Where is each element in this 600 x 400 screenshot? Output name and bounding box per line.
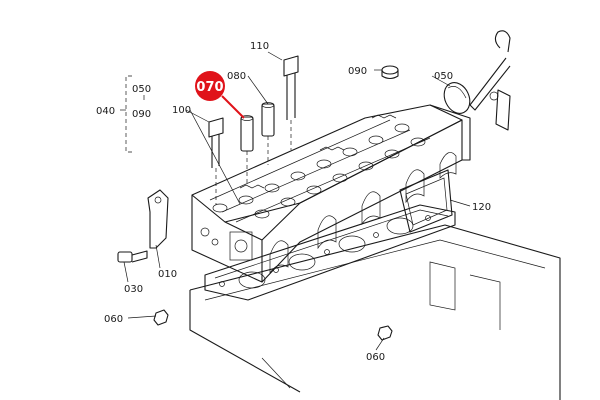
end-plug [443, 82, 471, 114]
callout-080: 080 [227, 71, 246, 82]
callout-050-group: 050 [132, 84, 151, 95]
nut-left [153, 309, 169, 326]
side-gasket [399, 169, 453, 233]
callout-010: 010 [158, 269, 177, 280]
highlight-circle [195, 71, 225, 101]
callout-090-group: 090 [132, 109, 151, 120]
callout-090-top: 090 [348, 66, 367, 77]
callout-060-bottom: 060 [366, 352, 385, 363]
sleeve-part-080 [261, 102, 275, 165]
callout-100: 100 [172, 105, 191, 116]
engine-block [189, 224, 561, 400]
callout-120: 120 [472, 202, 491, 213]
callout-050-right: 050 [434, 71, 453, 82]
leader-lines [123, 51, 471, 351]
sleeve-part [240, 115, 254, 185]
cylinder-head [191, 104, 471, 283]
head-bolt-long [283, 55, 299, 150]
callout-110: 110 [250, 41, 269, 52]
highlight-marker: 070 [195, 71, 225, 101]
lifting-bracket [147, 189, 169, 249]
highlight-label: 070 [196, 80, 223, 95]
group-bracket [120, 75, 145, 153]
nut-bottom [377, 325, 393, 341]
highlight-leader [221, 95, 245, 119]
callout-030: 030 [124, 284, 143, 295]
callout-060-left: 060 [104, 314, 123, 325]
valve-linkage [469, 30, 511, 131]
head-bolt-short [208, 117, 224, 205]
plug-cap [381, 65, 399, 80]
small-bolt [117, 250, 148, 263]
callout-labels: 110 080 090 050 040 050 090 100 120 010 … [96, 41, 491, 363]
callout-040: 040 [96, 106, 115, 117]
